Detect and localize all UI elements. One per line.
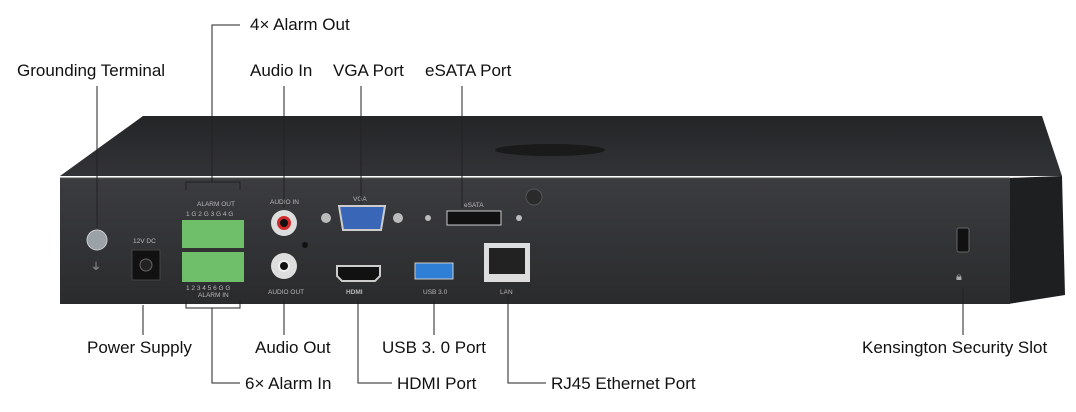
alarm-in-pins: 1 2 3 4 5 6 G G: [186, 285, 230, 292]
alarm-out-label: ALARM OUT: [197, 201, 235, 208]
alarm-out-pins: 1 G 2 G 3 G 4 G: [186, 211, 233, 218]
callout-kensington-slot: Kensington Security Slot: [862, 338, 1048, 357]
hdmi-label: HDMI: [346, 289, 363, 296]
device-right-side: [1008, 176, 1065, 304]
alarm-out-terminal: [182, 220, 244, 248]
ground-symbol-icon: ⏚: [91, 261, 101, 273]
esata-label: eSATA: [464, 202, 484, 209]
dc-label: 12V DC: [133, 238, 156, 245]
callout-hdmi-port: HDMI Port: [397, 374, 477, 393]
vga-port: [337, 205, 387, 231]
callout-vga-port: VGA Port: [333, 61, 404, 80]
alarm-in-label: ALARM IN: [198, 292, 229, 299]
callout-grounding-terminal: Grounding Terminal: [17, 61, 166, 80]
hdmi-port: [336, 265, 381, 282]
callout-rj45-port: RJ45 Ethernet Port: [551, 374, 696, 393]
callout-audio-in: Audio In: [250, 61, 313, 80]
audio-in-label: AUDIO IN: [270, 199, 299, 206]
audio-out-label: AUDIO OUT: [268, 289, 304, 296]
callout-audio-out: Audio Out: [255, 338, 331, 357]
callout-esata-port: eSATA Port: [425, 61, 512, 80]
lan-label: LAN: [500, 289, 513, 296]
lock-icon: 🔒︎: [956, 271, 962, 283]
callout-lines: [96, 24, 964, 384]
usb-port: [414, 262, 454, 280]
vga-label: VGA: [353, 196, 367, 203]
screw-icon: [525, 188, 543, 206]
callout-alarm-in: 6× Alarm In: [245, 374, 332, 393]
grounding-screw-icon: [86, 229, 108, 251]
usb-label: USB 3.0: [423, 289, 448, 296]
logo-shape: [495, 144, 605, 156]
callout-power-supply: Power Supply: [87, 338, 192, 357]
esata-port: [446, 210, 502, 226]
callout-alarm-out: 4× Alarm Out: [250, 15, 350, 34]
alarm-in-terminal: [182, 252, 244, 282]
kensington-slot: [956, 227, 970, 253]
callout-usb-port: USB 3. 0 Port: [382, 338, 486, 357]
